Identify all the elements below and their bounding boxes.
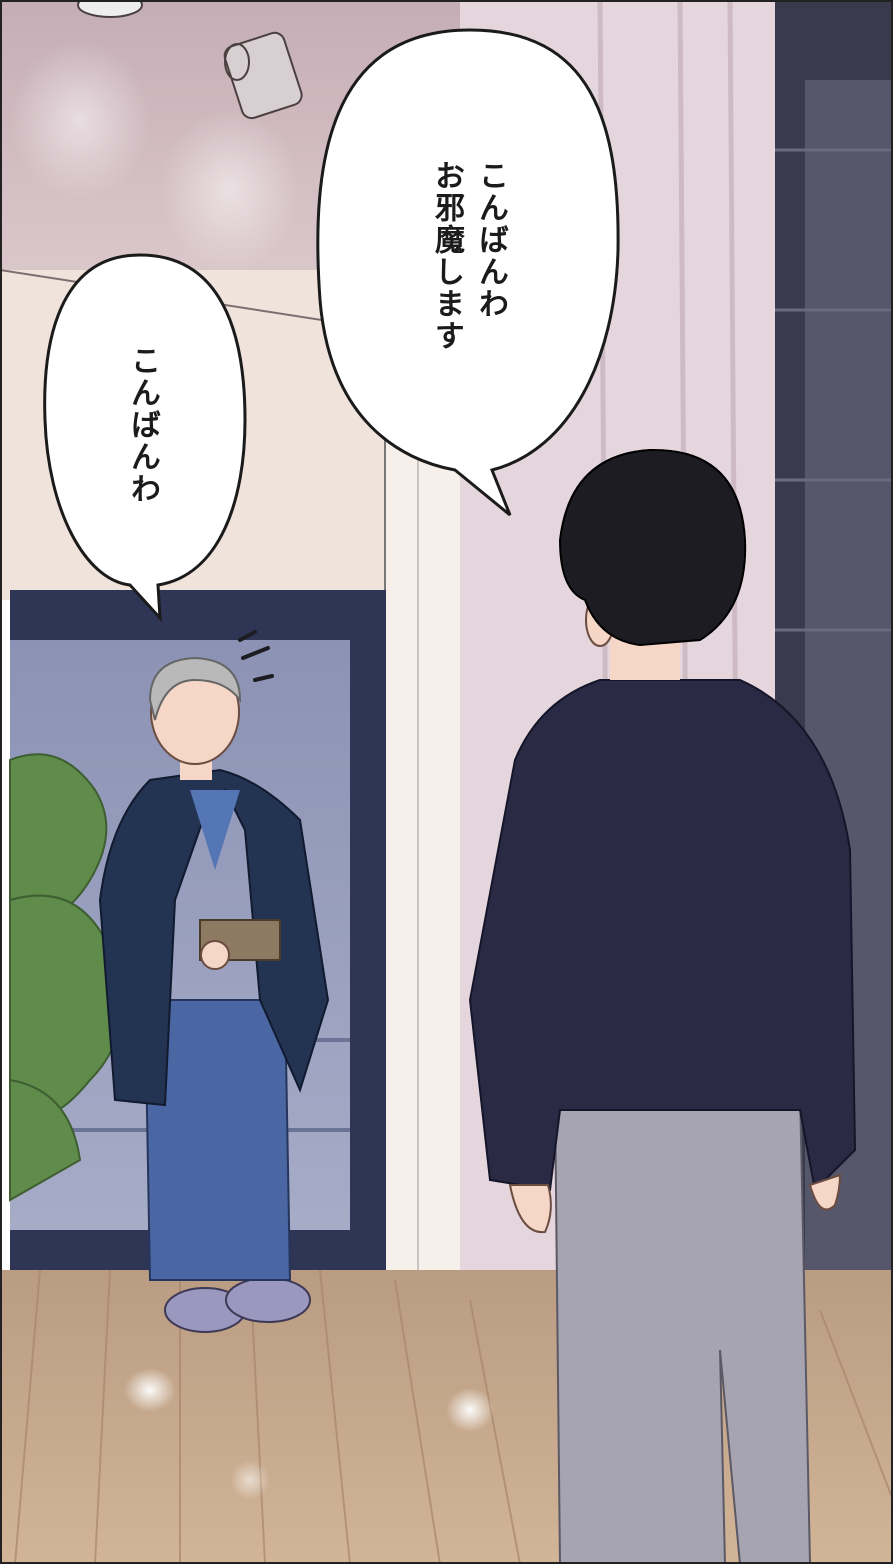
young-man-figure	[468, 448, 857, 1564]
ceiling-light-glow	[160, 110, 300, 270]
ceiling-light-glow	[10, 40, 150, 200]
speech-bubble-left	[43, 253, 247, 623]
mug-decoration	[223, 31, 303, 120]
speech-text-visitor: こんばんわ お邪魔します	[424, 160, 512, 480]
speech-line: お邪魔します	[429, 160, 464, 352]
speech-line: こんばんわ	[125, 345, 160, 505]
speech-line: こんばんわ	[473, 160, 508, 320]
plant	[9, 753, 123, 1202]
old-man-figure	[98, 630, 330, 1333]
speech-bubble-right	[316, 28, 620, 517]
speech-text-old-man: こんばんわ	[120, 345, 164, 545]
